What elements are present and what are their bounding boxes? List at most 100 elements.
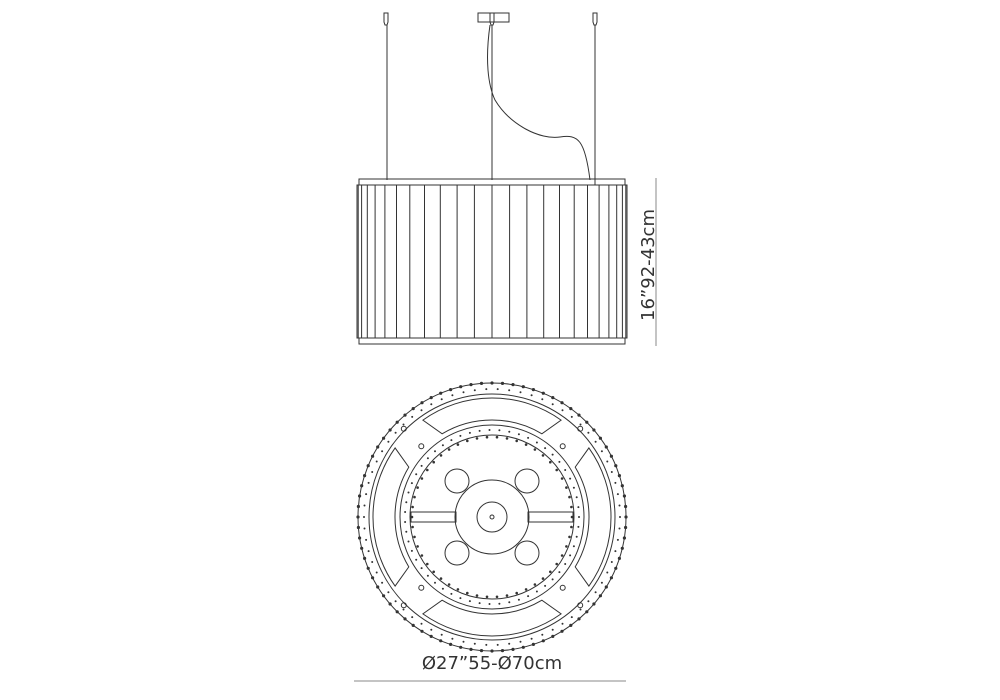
crystal-dot bbox=[594, 440, 597, 443]
height-dimension-label: 16”92-43cm bbox=[638, 209, 659, 321]
crystal-dot bbox=[551, 396, 555, 400]
crystal-dot bbox=[610, 471, 613, 473]
crystal-dot bbox=[622, 536, 627, 540]
crystal-dot bbox=[405, 501, 408, 504]
crystal-dot bbox=[560, 554, 564, 557]
crystal-dot bbox=[402, 608, 405, 611]
crystal-dot bbox=[606, 571, 609, 574]
crystal-dot bbox=[413, 535, 416, 539]
crystal-dot bbox=[579, 608, 582, 611]
crystal-dot bbox=[544, 447, 547, 450]
suspension-anchor-center bbox=[489, 12, 495, 26]
crystal-dot bbox=[496, 643, 499, 646]
crystal-dot bbox=[449, 388, 453, 392]
crystal-dot bbox=[434, 581, 436, 584]
crystal-dot bbox=[473, 642, 476, 645]
crystal-dot bbox=[521, 645, 525, 649]
crystal-dot bbox=[411, 623, 415, 628]
crystal-dot bbox=[367, 481, 370, 484]
center-hub bbox=[476, 501, 508, 533]
crystal-dot bbox=[614, 464, 618, 468]
crystal-dot bbox=[569, 623, 573, 628]
crystal-dot bbox=[358, 536, 362, 540]
crystal-dot bbox=[413, 495, 416, 499]
suspension-anchor-right bbox=[592, 12, 598, 26]
crystal-dot bbox=[521, 385, 525, 389]
crystal-dot bbox=[577, 506, 580, 509]
crystal-dot bbox=[558, 571, 561, 574]
crystal-dot bbox=[462, 640, 465, 643]
crystal-dot bbox=[587, 431, 590, 434]
crystal-dot bbox=[459, 434, 462, 437]
crystal-dot bbox=[366, 464, 370, 468]
crystal-dot bbox=[560, 629, 564, 633]
crystal-dot bbox=[367, 550, 370, 553]
crystal-dot bbox=[577, 525, 580, 528]
crystal-dot bbox=[403, 413, 407, 417]
crystal-dot bbox=[404, 521, 407, 523]
crystal-dot bbox=[440, 398, 443, 401]
crystal-dot bbox=[579, 423, 582, 426]
crystal-dot bbox=[517, 598, 520, 601]
crystal-dot bbox=[420, 464, 423, 467]
screw-hole bbox=[418, 443, 425, 450]
crystal-dot bbox=[570, 525, 573, 529]
crystal-dot bbox=[585, 420, 589, 424]
arc-panel bbox=[422, 397, 562, 435]
crystal-dot bbox=[411, 407, 415, 411]
crystal-dot bbox=[535, 590, 538, 593]
crystal-dot bbox=[394, 431, 397, 434]
center-hole bbox=[489, 514, 495, 520]
crystal-dot bbox=[404, 511, 407, 513]
crystal-dot bbox=[426, 457, 429, 460]
crystal-dot bbox=[439, 639, 443, 643]
crystal-dot bbox=[560, 477, 564, 480]
crystal-dot bbox=[564, 563, 567, 565]
crystal-dot bbox=[541, 398, 544, 401]
crystal-dot bbox=[570, 616, 573, 619]
crystal-dot bbox=[456, 443, 460, 446]
crystal-dot bbox=[426, 574, 429, 577]
crystal-dot bbox=[439, 454, 443, 457]
crystal-dot bbox=[488, 429, 491, 431]
crystal-dot bbox=[511, 647, 515, 652]
crystal-dot bbox=[498, 602, 501, 605]
crystal-dot bbox=[395, 610, 399, 614]
crystal-dot bbox=[620, 546, 624, 550]
crystal-dot bbox=[375, 571, 378, 574]
crystal-dot bbox=[614, 481, 617, 484]
crystal-dot bbox=[365, 493, 368, 496]
crystal-dot bbox=[441, 587, 444, 590]
crystal-dot bbox=[371, 454, 375, 458]
crystal-dot bbox=[568, 535, 571, 539]
crystal-dot bbox=[479, 649, 484, 653]
crystal-dot bbox=[524, 588, 528, 591]
crystal-dot bbox=[426, 468, 429, 472]
crystal-dot bbox=[439, 391, 443, 395]
middle-ring-outer-edge bbox=[399, 424, 585, 610]
crystal-dot bbox=[411, 525, 414, 529]
crystal-dot bbox=[490, 381, 494, 385]
crystal-dot bbox=[568, 495, 571, 499]
crystal-dot bbox=[410, 549, 413, 552]
crystal-dot bbox=[388, 602, 392, 606]
crystal-dot bbox=[495, 435, 499, 439]
crystal-dot bbox=[402, 423, 405, 426]
arc-panel bbox=[372, 447, 410, 587]
crystal-dot bbox=[420, 401, 424, 405]
crystal-dot bbox=[451, 394, 454, 397]
crystal-dot bbox=[407, 540, 410, 543]
crystal-dot bbox=[478, 429, 481, 432]
crystal-dot bbox=[468, 600, 471, 603]
crystal-dot bbox=[569, 407, 573, 411]
crystal-dot bbox=[371, 561, 374, 563]
crystal-dot bbox=[541, 633, 544, 636]
crystal-dot bbox=[500, 381, 505, 385]
crystal-dot bbox=[475, 437, 479, 440]
crystal-dot bbox=[561, 622, 564, 625]
crystal-dot bbox=[430, 628, 433, 631]
crystal-dot bbox=[570, 505, 573, 509]
crystal-dot bbox=[565, 486, 568, 489]
crystal-dot bbox=[415, 558, 418, 561]
